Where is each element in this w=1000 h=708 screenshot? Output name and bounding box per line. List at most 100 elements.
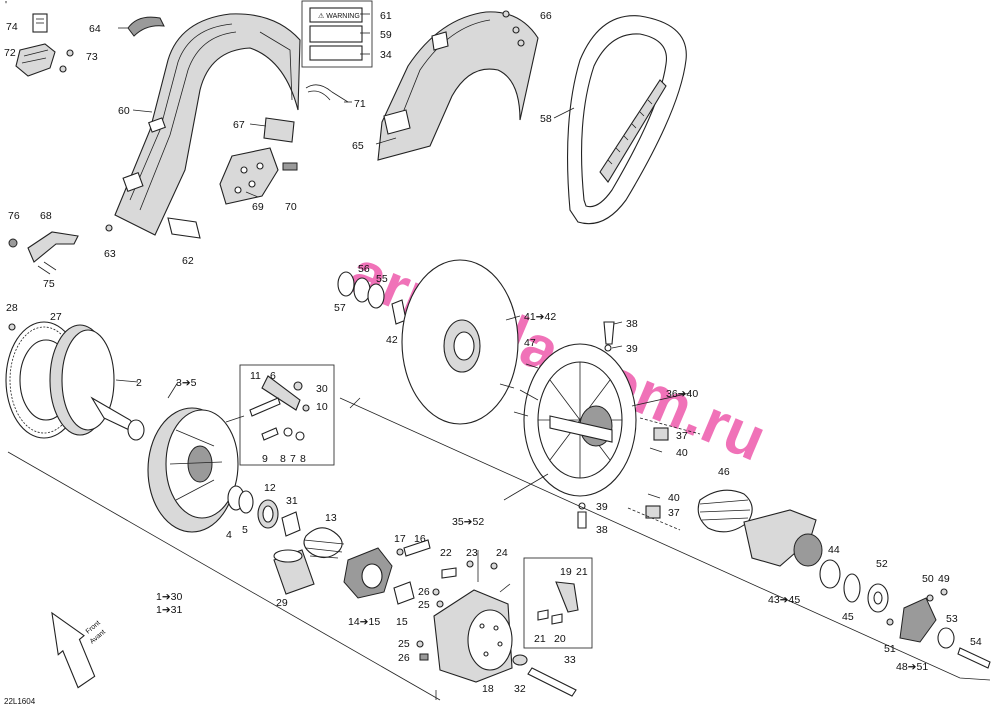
washer-25a-icon <box>436 600 444 608</box>
callout-3-5: 3➔5 <box>176 377 197 389</box>
pin-16-icon <box>403 539 431 557</box>
bushing-31-icon <box>281 511 301 537</box>
callout-17: 17 <box>394 533 406 545</box>
screw-50-icon <box>926 594 934 602</box>
screw-24-icon <box>490 562 498 570</box>
callout-40a: 40 <box>676 447 688 459</box>
callout-15: 15 <box>396 616 408 628</box>
bracket-68-icon <box>27 231 79 263</box>
pin-71-icon <box>305 84 349 103</box>
callout-42: 42 <box>386 334 398 346</box>
screw-63-icon <box>105 224 113 232</box>
callout-27: 27 <box>50 311 62 323</box>
callout-57: 57 <box>334 302 346 314</box>
ring-45-icon <box>843 573 861 603</box>
drawing-id: 22L1604 <box>4 697 36 706</box>
callout-63: 63 <box>104 248 116 260</box>
callout-76: 76 <box>8 210 20 222</box>
callout-31: 31 <box>286 495 298 507</box>
callout-46: 46 <box>718 466 730 478</box>
callout-26b: 26 <box>398 652 410 664</box>
callout-25b: 25 <box>398 638 410 650</box>
callout-25a: 25 <box>418 599 430 611</box>
bolt-75-icon <box>37 261 57 275</box>
callout-9: 9 <box>262 453 268 465</box>
assembly-line-right <box>339 397 991 681</box>
screw-28-icon <box>8 323 16 331</box>
callout-22: 22 <box>440 547 452 559</box>
callout-49: 49 <box>938 573 950 585</box>
callout-33: 33 <box>564 654 576 666</box>
washer-26a-icon <box>432 588 440 596</box>
bolt-54-icon <box>957 647 991 669</box>
callout-75: 75 <box>43 278 55 290</box>
callout-74: 74 <box>6 21 18 33</box>
callout-21a: 21 <box>576 566 588 578</box>
corner-tick: ' <box>5 0 7 11</box>
callout-39a: 39 <box>626 343 638 355</box>
plug-26b-icon <box>419 653 429 661</box>
callout-29: 29 <box>276 597 288 609</box>
callout-65: 65 <box>352 140 364 152</box>
rivet-66b-icon <box>512 26 520 34</box>
callout-6: 6 <box>270 370 276 382</box>
callout-71: 71 <box>354 98 366 110</box>
callout-37b: 37 <box>668 507 680 519</box>
callout-18: 18 <box>482 683 494 695</box>
nut-73-icon <box>66 49 74 57</box>
spring-46-icon <box>697 489 753 533</box>
washer-53-icon <box>937 627 955 649</box>
callout-5: 5 <box>242 524 248 536</box>
dashed-guide-2 <box>639 417 701 435</box>
callout-56: 56 <box>358 263 370 275</box>
ring-5-icon <box>238 490 254 514</box>
callout-61: 61 <box>380 10 392 22</box>
clip-64-icon <box>127 16 165 37</box>
front-arrow: Front Avant <box>51 611 107 689</box>
callout-59: 59 <box>380 29 392 41</box>
guard-60-icon <box>114 13 301 236</box>
fixed-sheave-2-icon <box>49 324 145 441</box>
fixed-sheave-41-icon <box>401 259 519 425</box>
dashed-guide-1 <box>627 507 681 531</box>
callout-19: 19 <box>560 566 572 578</box>
callout-48-51: 48➔51 <box>896 661 928 673</box>
callout-45: 45 <box>842 611 854 623</box>
callout-68: 68 <box>40 210 52 222</box>
washer-52-icon <box>867 583 889 613</box>
callout-54: 54 <box>970 636 982 648</box>
callout-55: 55 <box>376 273 388 285</box>
callout-64: 64 <box>89 23 101 35</box>
nut-76-icon <box>8 238 18 248</box>
washer-39a-icon <box>604 344 612 352</box>
callout-1-31: 1➔31 <box>156 604 182 616</box>
svg-text:⚠ WARNING: ⚠ WARNING <box>318 12 360 20</box>
callout-36-40: 36➔40 <box>666 388 698 400</box>
callout-26a: 26 <box>418 586 430 598</box>
callout-28: 28 <box>6 302 18 314</box>
callout-60: 60 <box>118 105 130 117</box>
housing-18-icon <box>433 589 513 683</box>
callout-14-15: 14➔15 <box>348 616 380 628</box>
callout-58: 58 <box>540 113 552 125</box>
screw-23-icon <box>466 560 474 568</box>
callout-16: 16 <box>414 533 426 545</box>
callout-13: 13 <box>325 512 337 524</box>
leaders <box>115 13 691 593</box>
callout-34: 34 <box>380 49 392 61</box>
washer-17-icon <box>396 548 404 556</box>
callout-39b: 39 <box>596 501 608 513</box>
callout-35-52: 35➔52 <box>452 516 484 528</box>
bolt-38b-icon <box>577 511 587 529</box>
spider-14-icon <box>343 547 393 599</box>
callout-4: 4 <box>226 529 232 541</box>
lever-box <box>239 364 335 466</box>
callout-30: 30 <box>316 383 328 395</box>
callout-8b: 8 <box>300 453 306 465</box>
callout-40b: 40 <box>668 492 680 504</box>
callout-8a: 8 <box>280 453 286 465</box>
callout-24: 24 <box>496 547 508 559</box>
callout-10: 10 <box>316 401 328 413</box>
callout-47: 47 <box>524 337 536 349</box>
